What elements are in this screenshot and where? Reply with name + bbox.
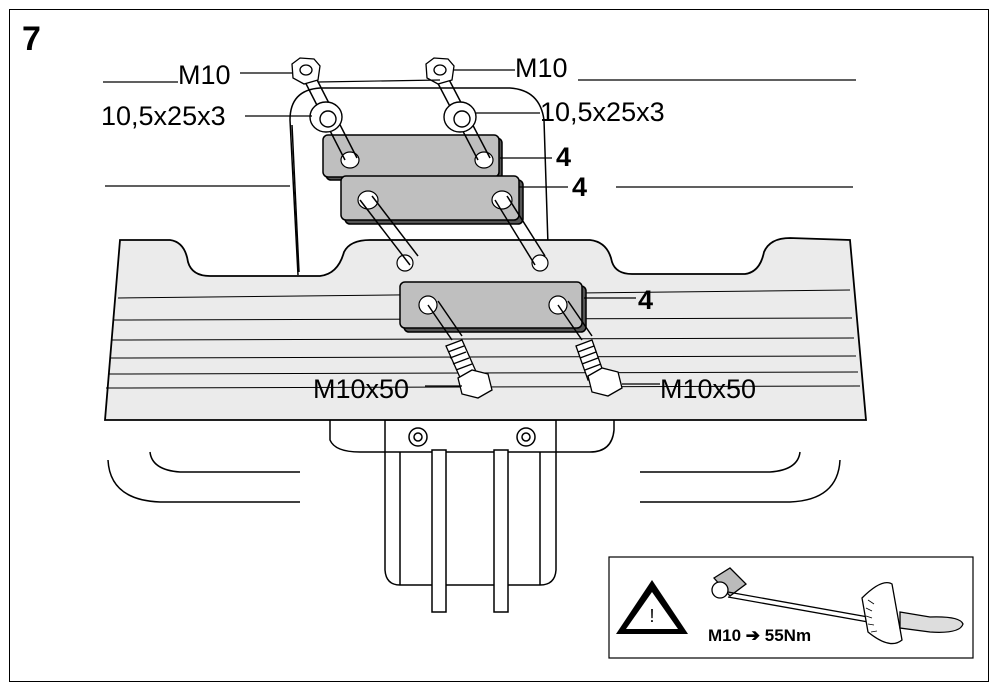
- diagram-frame: [9, 9, 989, 682]
- bolt-icon: [445, 339, 623, 399]
- torque-note: ! M10 ➔ 55Nm: [608, 556, 974, 659]
- washer-left-label: 10,5x25x3: [101, 101, 226, 131]
- washer-icon: [309, 101, 477, 133]
- clamp-plate-bottom: [399, 281, 593, 341]
- step-number: 7: [22, 20, 41, 58]
- mount-bracket: [329, 419, 615, 613]
- nut-icon: [291, 57, 455, 85]
- lower-frame: [107, 451, 841, 503]
- nut-right-label: M10: [515, 53, 568, 83]
- warning-symbol: !: [649, 606, 654, 626]
- nut-left-label: M10: [178, 60, 231, 90]
- plate-top-label: 4: [556, 142, 571, 172]
- clamp-plate-middle: [340, 175, 524, 225]
- clamp-plate-top: [322, 134, 503, 181]
- torque-spec: M10 ➔ 55Nm: [708, 626, 811, 645]
- bolt-left-label: M10x50: [313, 374, 409, 404]
- bolt-axes: [299, 69, 546, 266]
- bolt-right-label: M10x50: [660, 374, 756, 404]
- plate-bottom-label: 4: [638, 285, 653, 315]
- leader-lines: [103, 69, 856, 387]
- washer-right-label: 10,5x25x3: [540, 97, 665, 127]
- torque-wrench-icon: [711, 567, 964, 645]
- warning-icon: !: [616, 580, 688, 634]
- plate-middle-label: 4: [572, 172, 587, 202]
